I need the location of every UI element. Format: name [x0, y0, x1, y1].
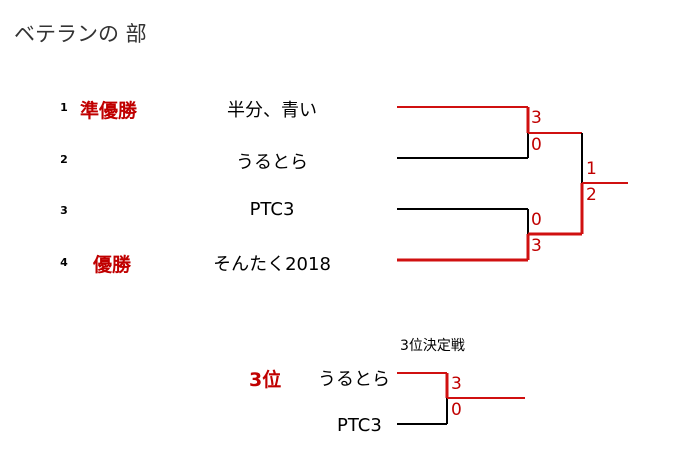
seed-number: 2	[60, 153, 68, 166]
award-label: 準優勝	[80, 100, 138, 122]
team-name: PTC3	[249, 199, 295, 220]
score: 3	[531, 236, 542, 256]
score: 0	[531, 210, 542, 230]
award-label: 優勝	[93, 254, 132, 276]
third-place-title: 3位決定戦	[400, 338, 465, 354]
team-name: PTC3	[337, 415, 382, 436]
seed-number: 4	[60, 256, 68, 269]
seed-number: 3	[60, 204, 68, 217]
score: 3	[451, 374, 462, 394]
score: 1	[586, 159, 597, 179]
award-label: 3位	[249, 369, 282, 391]
score: 0	[451, 400, 462, 420]
team-name: そんたく2018	[213, 254, 331, 275]
score: 3	[531, 108, 542, 128]
score: 2	[586, 185, 597, 205]
score: 0	[531, 135, 542, 155]
seed-number: 1	[60, 101, 68, 114]
team-name: うるとら	[318, 369, 390, 390]
team-name: うるとら	[236, 152, 308, 173]
team-name: 半分、青い	[227, 100, 317, 121]
page-title: ベテランの 部	[14, 22, 147, 46]
